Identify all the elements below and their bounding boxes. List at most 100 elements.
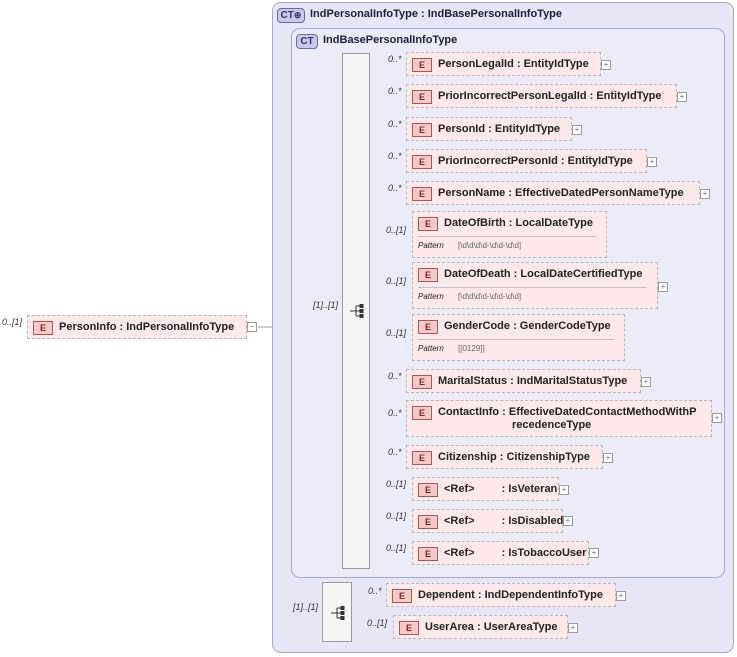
element-icon: E [412, 123, 432, 137]
separator: : [507, 375, 517, 387]
element-person-name[interactable]: E PersonName : EffectiveDatedPersonNameT… [406, 181, 700, 205]
element-type: EntityIdType [567, 155, 633, 167]
separator: : [485, 123, 495, 135]
element-icon: E [412, 58, 432, 72]
element-type: IndMaritalStatusType [516, 375, 628, 387]
element-type: EffectiveDatedPersonNameType [515, 187, 684, 199]
cardinality: 0..* [388, 371, 402, 381]
expand-button[interactable]: + [568, 623, 578, 633]
root-cardinality: 0..[1] [2, 317, 23, 327]
element-prior-incorrect-person-id[interactable]: E PriorIncorrectPersonId : EntityIdType [406, 149, 647, 173]
complex-type-icon: CT [296, 34, 318, 49]
element-name: UserArea [425, 621, 474, 633]
cardinality: 0..[1] [386, 543, 407, 553]
expand-button[interactable]: + [658, 282, 668, 292]
separator: : [499, 406, 509, 418]
element-name: MaritalStatus [438, 375, 508, 387]
element-icon: E [412, 155, 432, 169]
element-name: ContactInfo [438, 406, 500, 418]
element-type: EntityIdType [523, 58, 589, 70]
cardinality: 0..[1] [386, 479, 407, 489]
element-name: PersonName [438, 187, 506, 199]
element-icon: E [412, 375, 432, 389]
base-type-title: IndBasePersonalInfoType [323, 34, 458, 46]
sequence-compositor-base[interactable] [342, 53, 370, 569]
separator: : [496, 451, 507, 463]
element-icon: E [418, 547, 438, 561]
element-icon: E [392, 589, 412, 603]
element-type: CitizenshipType [506, 451, 590, 463]
expand-button[interactable]: + [700, 189, 710, 199]
outer-type-title: IndPersonalInfoType : IndBasePersonalInf… [310, 8, 563, 20]
expand-button[interactable]: + [641, 377, 651, 387]
complex-type-extension-icon: CT⊕ [277, 8, 305, 23]
pattern-value: [\d\d\d\d-\d\d-\d\d] [458, 241, 522, 250]
ref-label: <Ref> [444, 515, 475, 527]
collapse-button[interactable]: − [247, 322, 257, 332]
element-icon: E [412, 187, 432, 201]
expand-button[interactable]: + [712, 413, 722, 423]
element-name: IsTobaccoUser [508, 547, 587, 559]
element-type: IndDependentInfoType [484, 589, 603, 601]
expand-button[interactable]: + [603, 453, 613, 463]
cardinality: 0..* [388, 447, 402, 457]
sequence-cardinality-base: [1]..[1] [313, 300, 339, 310]
cardinality: 0..* [388, 54, 402, 64]
element-ref-is-veteran[interactable]: E <Ref> : IsVeteran [412, 477, 559, 501]
pattern-value: [[0129]] [458, 344, 485, 353]
element-type: IndPersonalInfoType [126, 321, 235, 333]
element-name: GenderCode [444, 320, 511, 332]
element-person-info[interactable]: E PersonInfo : IndPersonalInfoType [27, 315, 247, 339]
cardinality: 0..[1] [386, 511, 407, 521]
element-person-legal-id[interactable]: E PersonLegalId : EntityIdType [406, 52, 601, 76]
element-name: PersonId [438, 123, 486, 135]
element-icon: E [399, 621, 419, 635]
element-name: PersonInfo [59, 321, 117, 333]
expand-button[interactable]: + [589, 548, 599, 558]
element-gender-code[interactable]: E GenderCode : GenderCodeType Pattern [[… [412, 314, 625, 361]
separator: : [505, 187, 516, 199]
separator: : [498, 547, 509, 559]
sequence-icon [331, 606, 345, 620]
element-name: PersonLegalId [438, 58, 514, 70]
element-icon: E [418, 515, 438, 529]
expand-button[interactable]: + [677, 92, 687, 102]
expand-button[interactable]: + [647, 157, 657, 167]
element-marital-status[interactable]: E MaritalStatus : IndMaritalStatusType [406, 369, 641, 393]
element-type: GenderCodeType [519, 320, 611, 332]
element-ref-is-disabled[interactable]: E <Ref> : IsDisabled [412, 509, 563, 533]
cardinality: 0..* [388, 151, 402, 161]
separator: : [586, 90, 597, 102]
element-date-of-death[interactable]: E DateOfDeath : LocalDateCertifiedType P… [412, 262, 658, 309]
element-name: DateOfBirth [444, 217, 506, 229]
element-icon: E [412, 90, 432, 104]
element-icon: E [418, 217, 438, 231]
ref-label: <Ref> [444, 547, 475, 559]
separator: : [513, 58, 524, 70]
element-contact-info[interactable]: E ContactInfo : EffectiveDatedContactMet… [406, 400, 712, 437]
sequence-compositor-outer[interactable] [322, 582, 352, 642]
element-dependent[interactable]: E Dependent : IndDependentInfoType [386, 583, 616, 607]
expand-button[interactable]: + [616, 591, 626, 601]
cardinality: 0..[1] [386, 328, 407, 338]
separator: : [473, 621, 484, 633]
expand-button[interactable]: + [572, 125, 582, 135]
cardinality: 0..[1] [386, 225, 407, 235]
element-type: LocalDateCertifiedType [520, 268, 643, 280]
expand-button[interactable]: + [601, 60, 611, 70]
element-citizenship[interactable]: E Citizenship : CitizenshipType [406, 445, 603, 469]
expand-button[interactable]: + [559, 485, 569, 495]
element-icon: E [418, 483, 438, 497]
element-prior-incorrect-person-legal-id[interactable]: E PriorIncorrectPersonLegalId : EntityId… [406, 84, 677, 108]
separator: : [474, 589, 485, 601]
element-type: EntityIdType [494, 123, 561, 135]
element-person-id[interactable]: E PersonId : EntityIdType [406, 117, 572, 141]
element-name: PriorIncorrectPersonId [438, 155, 558, 167]
expand-button[interactable]: + [563, 516, 573, 526]
element-name: IsDisabled [508, 515, 564, 527]
element-user-area[interactable]: E UserArea : UserAreaType [393, 615, 568, 639]
element-ref-is-tobacco-user[interactable]: E <Ref> : IsTobaccoUser [412, 541, 589, 565]
separator: : [505, 217, 516, 229]
separator: : [510, 320, 520, 332]
element-date-of-birth[interactable]: E DateOfBirth : LocalDateType Pattern [\… [412, 211, 607, 258]
